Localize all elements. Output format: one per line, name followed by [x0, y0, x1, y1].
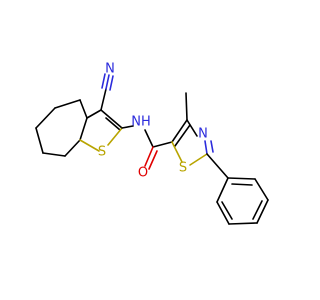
structure-canvas: N NH O S N S — [35, 62, 269, 225]
cyclohexene-ring — [35, 99, 88, 157]
thiazole-s-label: S — [179, 161, 187, 176]
phenyl-ring — [206, 153, 269, 225]
amide-nh-label: NH — [131, 115, 151, 130]
nitrile-group — [100, 73, 114, 111]
thiazole-n-label: N — [198, 127, 208, 142]
nitrile-n-label: N — [105, 62, 115, 77]
thiazole-ring — [171, 119, 214, 166]
methyl-group — [185, 92, 188, 121]
carbonyl-o-label: O — [138, 166, 148, 181]
thiophene-ring — [79, 109, 123, 152]
amide-linkage — [121, 125, 173, 170]
molecule-structure: N NH O S N S — [35, 62, 269, 225]
thiophene-s-label: S — [98, 145, 106, 160]
